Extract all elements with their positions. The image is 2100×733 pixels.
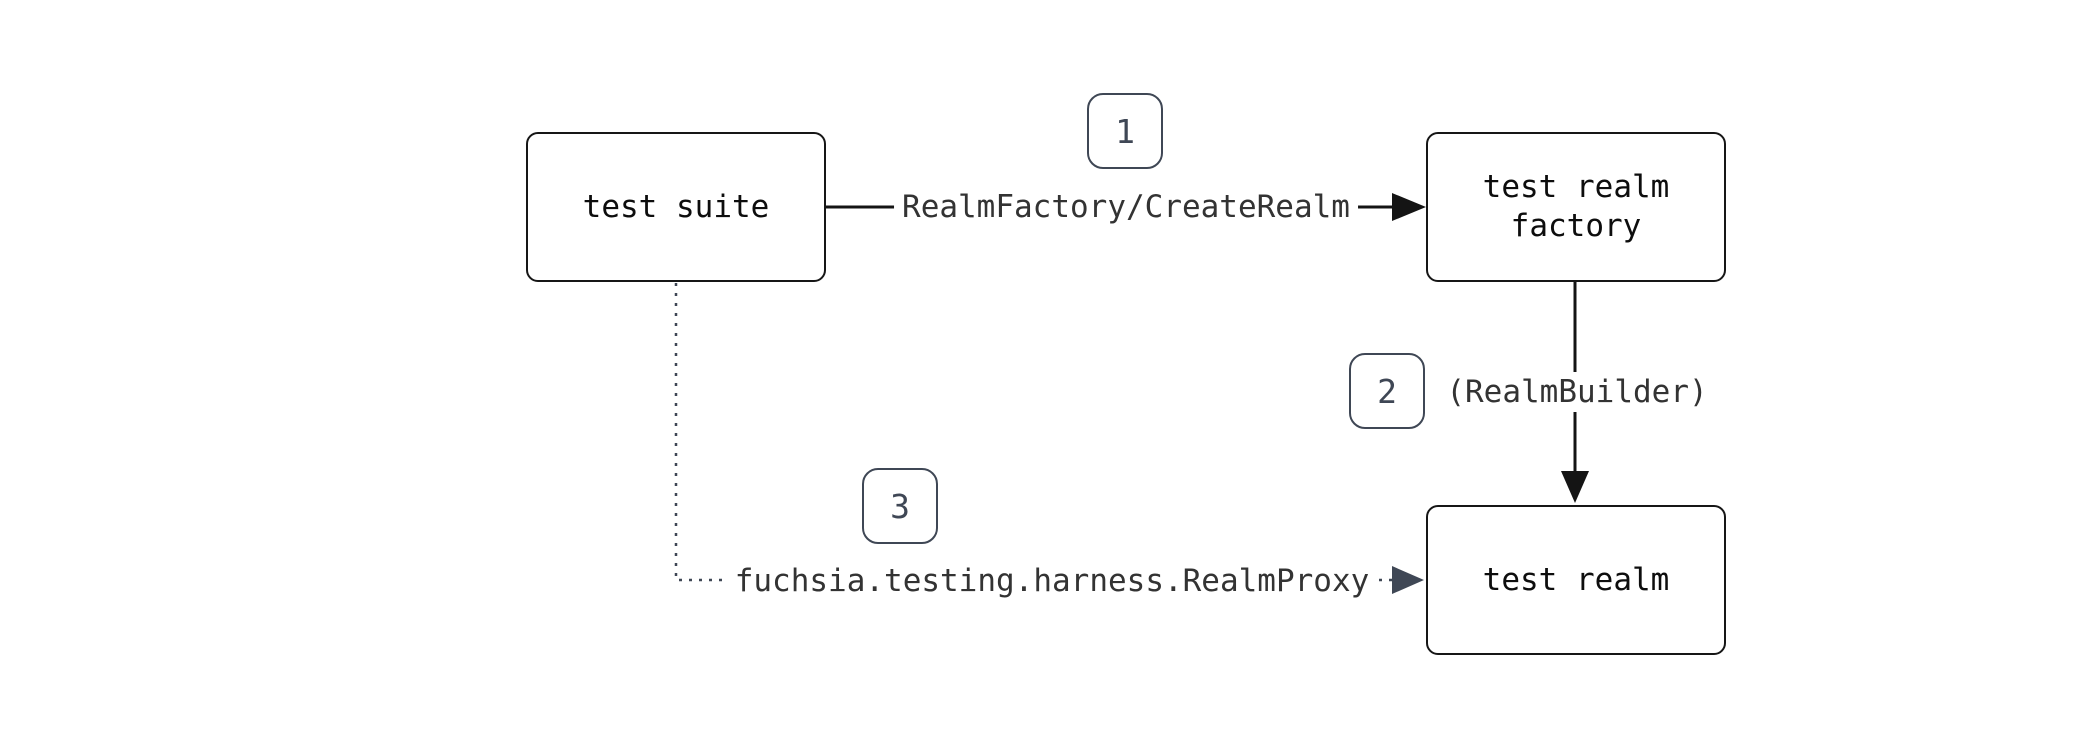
edge-label-realmfactory-createrealm: RealmFactory/CreateRealm (894, 187, 1358, 227)
node-test-realm-factory: test realm factory (1426, 132, 1726, 282)
node-test-suite: test suite (526, 132, 826, 282)
edge2-arrowhead-icon (1561, 471, 1589, 503)
edge-label-realmbuilder: (RealmBuilder) (1438, 372, 1716, 412)
step-badge-1: 1 (1087, 93, 1163, 169)
edge3-line (674, 283, 1394, 582)
step-badge-2: 2 (1349, 353, 1425, 429)
edge1-arrowhead-icon (1392, 193, 1426, 221)
edge-label-realmproxy: fuchsia.testing.harness.RealmProxy (726, 561, 1378, 601)
step-badge-3: 3 (862, 468, 938, 544)
edge3-arrowhead-icon (1392, 566, 1424, 594)
node-test-realm: test realm (1426, 505, 1726, 655)
